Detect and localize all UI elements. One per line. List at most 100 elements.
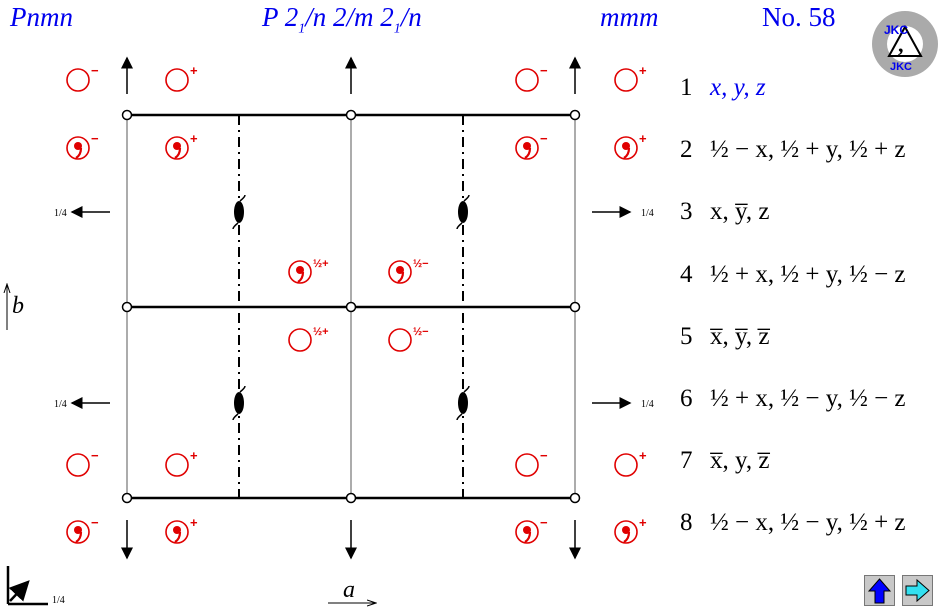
svg-text:,: , — [898, 32, 904, 57]
comma-circle-marker: + — [165, 515, 198, 544]
up-arrow-icon — [867, 578, 892, 604]
height-label: 1/4 — [52, 595, 65, 606]
circle-marker: + — [614, 63, 647, 92]
twofold-screw-axis-icon — [232, 194, 246, 230]
height-sign: + — [639, 63, 647, 78]
comma-circle-marker: ½− — [388, 258, 429, 284]
inversion-center-icon — [569, 492, 581, 504]
circle-marker: − — [515, 448, 548, 477]
twofold-screw-axis-icon — [456, 385, 470, 421]
height-sign: + — [190, 515, 198, 530]
comma-circle-marker: + — [165, 131, 198, 160]
height-sign: + — [190, 63, 198, 78]
coordinate-row: 7 x̅, y, z̅ — [680, 447, 769, 475]
position-number: 4 — [680, 260, 693, 288]
position-coordinates: x, y, z — [710, 74, 766, 101]
height-sign: − — [91, 131, 99, 146]
height-sign: + — [190, 448, 198, 463]
twofold-screw-axis-icon — [456, 194, 470, 230]
height-sign: + — [639, 515, 647, 530]
right-arrow-icon — [905, 578, 930, 603]
position-coordinates: ½ − x, ½ − y, ½ + z — [710, 509, 906, 537]
equivalent-positions: − + − + − + − + ½+ ½− ½+ ½− − + − + − + − + — [66, 63, 647, 544]
inversion-center-icon — [569, 301, 581, 313]
position-coordinates: x, y̅, z — [710, 198, 770, 226]
height-sign: − — [540, 131, 548, 146]
position-number: 2 — [680, 136, 693, 164]
point-group: mmm — [600, 2, 659, 32]
screw-axis-arrows: 1/4 1/4 1/4 1/4 — [54, 56, 654, 560]
screw-height-label: 1/4 — [54, 208, 67, 219]
screw-axes — [232, 194, 470, 421]
circle-marker: − — [66, 63, 99, 92]
glide-planes — [238, 115, 464, 498]
inversion-centers — [121, 109, 581, 504]
position-coordinates: x̅, y, z̅ — [710, 447, 770, 475]
position-coordinates: ½ + x, ½ − y, ½ − z — [710, 385, 906, 412]
inversion-center-icon — [121, 492, 133, 504]
group-number: No. 58 — [762, 2, 836, 32]
inversion-center-icon — [569, 109, 581, 121]
comma-circle-marker: − — [515, 515, 548, 544]
full-symbol: P 21/n 2/m 21/n — [262, 2, 422, 37]
position-number: 1 — [680, 74, 693, 101]
position-number: 8 — [680, 509, 693, 537]
comma-circle-marker: ½+ — [288, 258, 329, 284]
coordinate-row: 1 x, y, z — [680, 74, 766, 102]
coordinate-row: 8 ½ − x, ½ − y, ½ + z — [680, 509, 906, 537]
axis-origin-icon — [6, 566, 48, 606]
height-sign: − — [540, 448, 548, 463]
b-axis-label: b — [12, 293, 24, 319]
height-sign: + — [639, 448, 647, 463]
jkc-logo: , JKC JKC — [872, 11, 938, 77]
position-coordinates: ½ − x, ½ + y, ½ + z — [710, 136, 906, 164]
inversion-center-icon — [121, 109, 133, 121]
comma-circle-marker: + — [614, 515, 647, 544]
twofold-screw-axis-icon — [232, 385, 246, 421]
position-number: 3 — [680, 198, 693, 226]
screw-height-label: 1/4 — [641, 399, 654, 410]
comma-circle-marker: + — [614, 131, 647, 160]
height-sign: ½+ — [313, 326, 329, 338]
circle-marker: + — [614, 448, 647, 477]
height-sign: − — [91, 515, 99, 530]
height-sign: − — [91, 63, 99, 78]
circle-marker: − — [66, 448, 99, 477]
coordinate-row: 6 ½ + x, ½ − y, ½ − z — [680, 385, 906, 413]
inversion-center-icon — [121, 301, 133, 313]
short-symbol: Pnmn — [10, 2, 73, 32]
up-button[interactable] — [864, 575, 895, 606]
height-sign: + — [639, 131, 647, 146]
height-sign: − — [540, 515, 548, 530]
position-number: 6 — [680, 385, 693, 412]
comma-circle-marker: − — [66, 131, 99, 160]
position-number: 5 — [680, 322, 693, 350]
circle-marker: + — [165, 448, 198, 477]
height-sign: ½− — [413, 326, 429, 338]
coordinate-row: 2 ½ − x, ½ + y, ½ + z — [680, 136, 906, 164]
position-number: 7 — [680, 447, 693, 475]
inversion-center-icon — [345, 109, 357, 121]
height-sign: ½+ — [313, 258, 329, 270]
circle-marker: − — [515, 63, 548, 92]
position-coordinates: x̅, y̅, z̅ — [710, 322, 770, 350]
screw-height-label: 1/4 — [641, 208, 654, 219]
height-sign: − — [540, 63, 548, 78]
screw-height-label: 1/4 — [54, 399, 67, 410]
svg-text:JKC: JKC — [890, 61, 912, 73]
comma-circle-marker: − — [66, 515, 99, 544]
circle-marker: ½− — [388, 326, 429, 352]
svg-text:JKC: JKC — [884, 23, 908, 37]
circle-marker: ½+ — [288, 326, 329, 352]
height-sign: − — [91, 448, 99, 463]
circle-marker: + — [165, 63, 198, 92]
height-sign: ½− — [413, 258, 429, 270]
inversion-center-icon — [345, 492, 357, 504]
height-sign: + — [190, 131, 198, 146]
comma-circle-marker: − — [515, 131, 548, 160]
next-button[interactable] — [902, 575, 933, 606]
inversion-center-icon — [345, 301, 357, 313]
